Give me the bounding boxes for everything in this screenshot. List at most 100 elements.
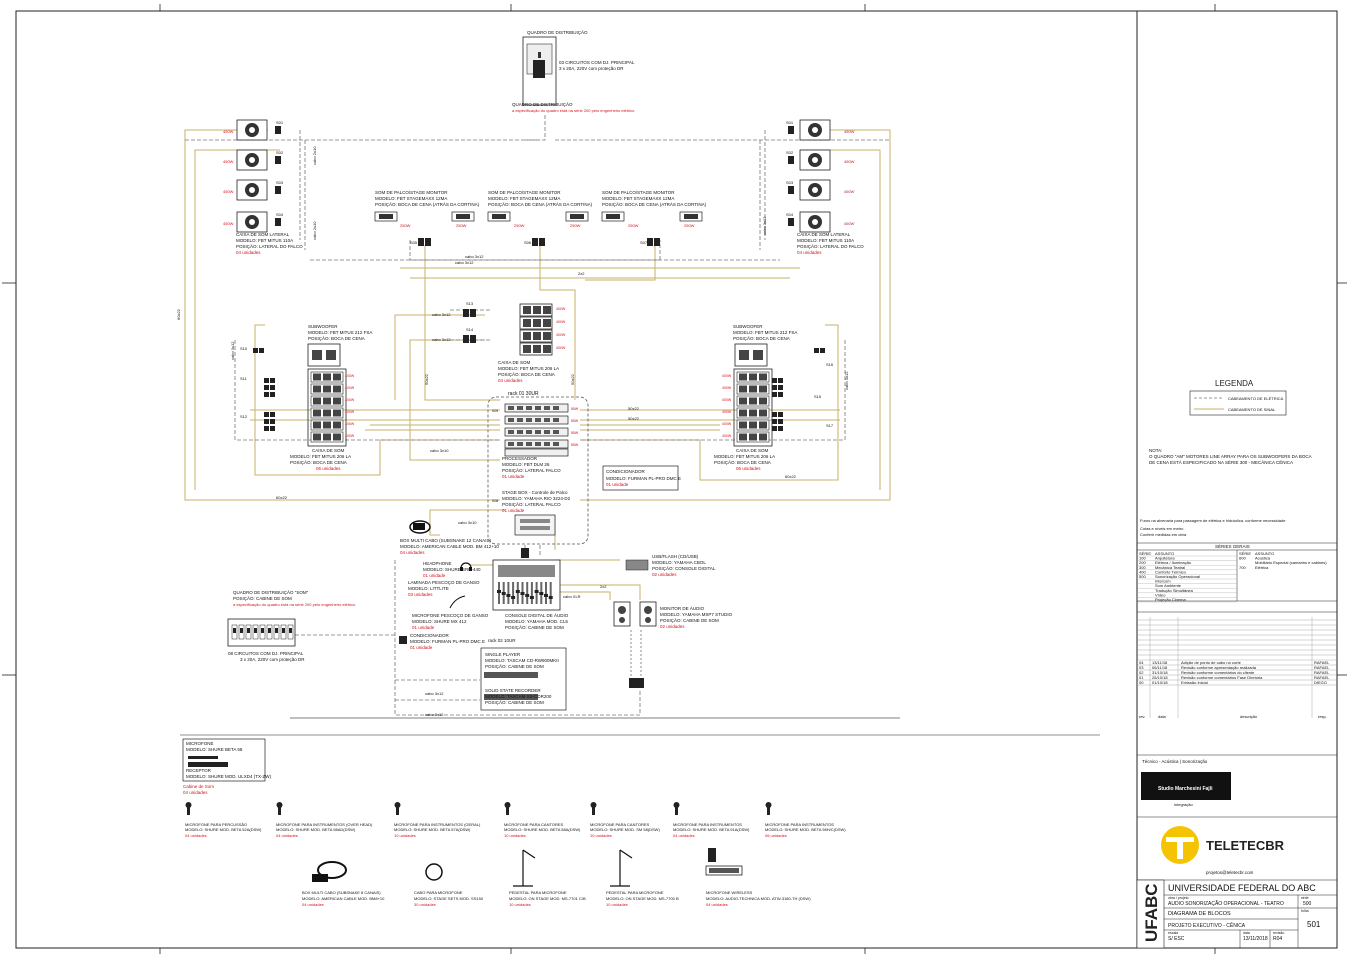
amp-node (264, 378, 269, 383)
snake-box-icon (312, 874, 328, 882)
microphone-icon (767, 805, 770, 815)
revision-header: resp. (1318, 714, 1327, 719)
driver-icon (749, 409, 757, 417)
svg-text:RECEPTOR: RECEPTOR (186, 768, 212, 773)
svg-text:S07: S07 (640, 240, 648, 245)
mic-model: MODELO: SHURE MOD. BETA 98AD(DSW) (276, 827, 356, 832)
monitor-circuit-labels: S05 S06 S07 cabo 3x12 2x2 (410, 240, 648, 276)
revision: R04 (1273, 936, 1282, 942)
svg-text:S11: S11 (240, 376, 248, 381)
driver-icon (543, 319, 551, 327)
circuit-label: S02 (276, 150, 284, 155)
project-stage: PROJETO EXECUTIVO - CÊNICA (1168, 921, 1246, 929)
driver-icon (759, 397, 767, 405)
revision-responsible: RAFAEL (1314, 665, 1330, 670)
amp-node (275, 126, 281, 134)
driver-icon (533, 345, 541, 353)
svg-text:S13: S13 (466, 301, 474, 306)
svg-text:250W: 250W (456, 223, 467, 228)
amp-node (778, 392, 783, 397)
accessory-qty: 30 unidades (414, 902, 436, 907)
series-code: 300 (1139, 565, 1146, 570)
svg-text:cabo 2x10: cabo 2x10 (312, 146, 317, 165)
breaker-switch-icon (240, 628, 243, 633)
svg-text:MODELO: FBT MITUS 206 LA: MODELO: FBT MITUS 206 LA (714, 454, 775, 459)
svg-text:MODELO: FURMAN PL-PRO DMC E: MODELO: FURMAN PL-PRO DMC E (606, 476, 681, 481)
driver-icon (523, 332, 531, 340)
rack-01-label: rack 01 30UR (508, 391, 539, 397)
fader-knob-icon (515, 590, 520, 593)
circuit-label: S01 (276, 120, 284, 125)
svg-text:250W: 250W (400, 223, 411, 228)
svg-text:POSIÇÃO: CABINE DE SOM: POSIÇÃO: CABINE DE SOM (485, 699, 544, 705)
line-array-frame (733, 368, 773, 447)
svg-text:MODELO: SHURE MOD. ULXD4 (TX-Z: MODELO: SHURE MOD. ULXD4 (TX-ZW) (186, 774, 272, 779)
driver-icon (333, 397, 341, 405)
accessory-model: MODELO: ON STAGE MOD. MS-7701 C/B (509, 896, 586, 901)
svg-text:Conferir medidas em obra: Conferir medidas em obra (1140, 532, 1187, 537)
amp-node (778, 426, 783, 431)
multicable-box: BOX MULTI CABO (SUBSNAKE 12 CANAIS) MODE… (400, 520, 499, 555)
wattage-label: 400W (345, 422, 355, 426)
receiver-display-icon (709, 868, 739, 873)
company-email: projetos@teletecbr.com (1206, 870, 1254, 875)
svg-text:MODELO: FBT MITUS 206 LA: MODELO: FBT MITUS 206 LA (498, 366, 559, 371)
svg-text:POSIÇÃO: LATERAL DO PALCO: POSIÇÃO: LATERAL DO PALCO (797, 243, 864, 249)
driver-icon (759, 373, 767, 381)
svg-text:cabo 3x12: cabo 3x12 (432, 337, 451, 342)
amp-node (772, 385, 777, 390)
breaker-switch-icon (268, 628, 271, 633)
svg-text:cabo XLR: cabo XLR (563, 594, 581, 599)
svg-text:MODELO: FBT STAGEMAXX 12MA: MODELO: FBT STAGEMAXX 12MA (488, 196, 560, 201)
svg-text:SOLID STATE RECORDER: SOLID STATE RECORDER (485, 688, 541, 693)
svg-text:S06: S06 (524, 240, 532, 245)
woofer-cap-icon (249, 127, 255, 133)
svg-text:cabo 3x12: cabo 3x12 (844, 371, 849, 390)
vertical-cable-labels: cabo 2x10 cabo 2x10 cabo 3x12 cabo 3x12 … (230, 146, 849, 390)
amp-node (264, 392, 269, 397)
driver-icon (543, 332, 551, 340)
circuit-label: S01 (786, 120, 794, 125)
driver-icon (759, 433, 767, 441)
svg-text:04 unidades: 04 unidades (797, 250, 822, 255)
svg-text:MODELO: SHURE MX 412: MODELO: SHURE MX 412 (412, 619, 467, 624)
svg-text:cabo 3x12: cabo 3x12 (432, 312, 451, 317)
amp-control-icon (517, 418, 523, 422)
fader-icon (507, 582, 510, 604)
gooseneck-lamp: LAMINADA PESCOÇO DE GANSO MODELO: LITTLI… (408, 580, 480, 609)
svg-text:MODELO: FBT MITUS 110A: MODELO: FBT MITUS 110A (797, 238, 854, 243)
svg-text:Furos na alvenaria para passag: Furos na alvenaria para passagem de elét… (1140, 518, 1286, 523)
svg-text:POSIÇÃO: BOCA DE CENA: POSIÇÃO: BOCA DE CENA (498, 371, 555, 377)
amp-control-icon (535, 418, 541, 422)
driver-icon (533, 332, 541, 340)
revision-responsible: RAFAEL (1314, 660, 1330, 665)
wattage-label: 450W (223, 189, 234, 194)
svg-text:CAIXA DE SOM: CAIXA DE SOM (736, 448, 769, 453)
svg-text:cabo 3x12: cabo 3x12 (425, 691, 444, 696)
series-code: 200 (1139, 560, 1146, 565)
amp-control-icon (553, 430, 559, 434)
woofer-cap-icon (249, 157, 255, 163)
series-name: ASSUNTO (1155, 551, 1174, 556)
accessory-qty: 10 unidades (606, 902, 628, 907)
wattage-label: 450W (223, 129, 234, 134)
wattage-label: 400W (345, 434, 355, 438)
driver-icon (323, 373, 331, 381)
driver-icon (323, 409, 331, 417)
svg-text:2x2: 2x2 (600, 584, 607, 589)
microphone-head-icon (504, 802, 511, 808)
consultant-badge-caption: integração (1174, 802, 1193, 807)
amp-node (778, 385, 783, 390)
amp-node (778, 412, 783, 417)
consultant-label: Técnico - Acústica | Sonorização (1142, 759, 1208, 764)
driver-icon (523, 345, 531, 353)
amp-control-icon (508, 418, 514, 422)
stand-boom-icon (619, 849, 633, 859)
svg-text:PROCESSADOR: PROCESSADOR (502, 456, 538, 461)
svg-text:CAIXA DE SOM: CAIXA DE SOM (498, 360, 531, 365)
amp-node (788, 156, 794, 164)
accessory-title: PEDESTAL PARA MICROFONE (606, 890, 664, 895)
svg-text:série: série (1301, 896, 1309, 900)
power-panel-top-caption: QUADRO DE DISTRIBUIÇÃO (512, 101, 573, 107)
